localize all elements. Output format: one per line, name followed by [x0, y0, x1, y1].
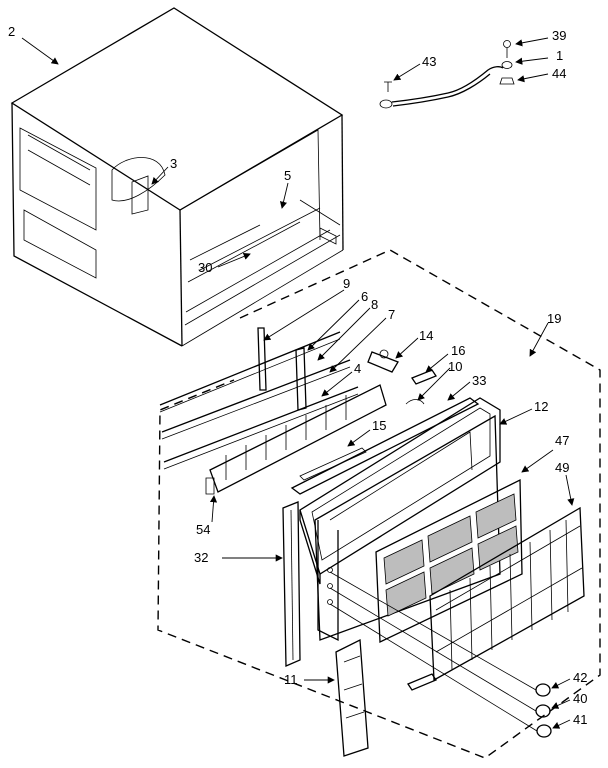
control-knobs: [329, 571, 552, 738]
front-panel-group-outline: [157, 249, 601, 759]
callout-labels: 2 3 5 30 9 6 8 7 4 14 16 10 33 12 15 19 …: [8, 24, 587, 727]
callout-2: 2: [8, 24, 15, 39]
callout-11: 11: [284, 672, 298, 687]
callout-5: 5: [284, 168, 291, 183]
callout-40: 40: [573, 691, 587, 706]
ground-wire-assembly: [379, 40, 515, 109]
callout-16: 16: [451, 343, 465, 358]
side-curtain: [282, 501, 301, 667]
callout-41: 41: [573, 712, 587, 727]
callout-1: 1: [556, 48, 563, 63]
callout-49: 49: [555, 460, 569, 475]
callout-9: 9: [343, 276, 350, 291]
cabinet: [10, 7, 344, 347]
callout-32: 32: [194, 550, 208, 565]
callout-7: 7: [388, 307, 395, 322]
callout-15: 15: [372, 418, 386, 433]
callout-4: 4: [354, 361, 361, 376]
air-filter: [375, 478, 523, 644]
callout-8: 8: [371, 297, 378, 312]
leader-lines: [21, 37, 575, 729]
callout-33: 33: [472, 373, 486, 388]
side-panel: [335, 638, 369, 757]
front-panel: [314, 414, 501, 641]
callout-3: 3: [170, 156, 177, 171]
front-grille: [429, 506, 585, 682]
callout-54: 54: [196, 522, 210, 537]
callout-43: 43: [422, 54, 436, 69]
callout-6: 6: [361, 289, 368, 304]
callout-42: 42: [573, 670, 587, 685]
callout-12: 12: [534, 399, 548, 414]
callout-47: 47: [555, 433, 569, 448]
callout-39: 39: [552, 28, 566, 43]
callout-10: 10: [448, 359, 462, 374]
callout-14: 14: [419, 328, 433, 343]
callout-44: 44: [552, 66, 566, 81]
callout-30: 30: [198, 260, 212, 275]
louver-assembly: [159, 327, 387, 495]
bottom-rail: [407, 673, 437, 691]
small-parts: [367, 349, 437, 405]
top-bar: [290, 397, 480, 495]
callout-19: 19: [547, 311, 561, 326]
